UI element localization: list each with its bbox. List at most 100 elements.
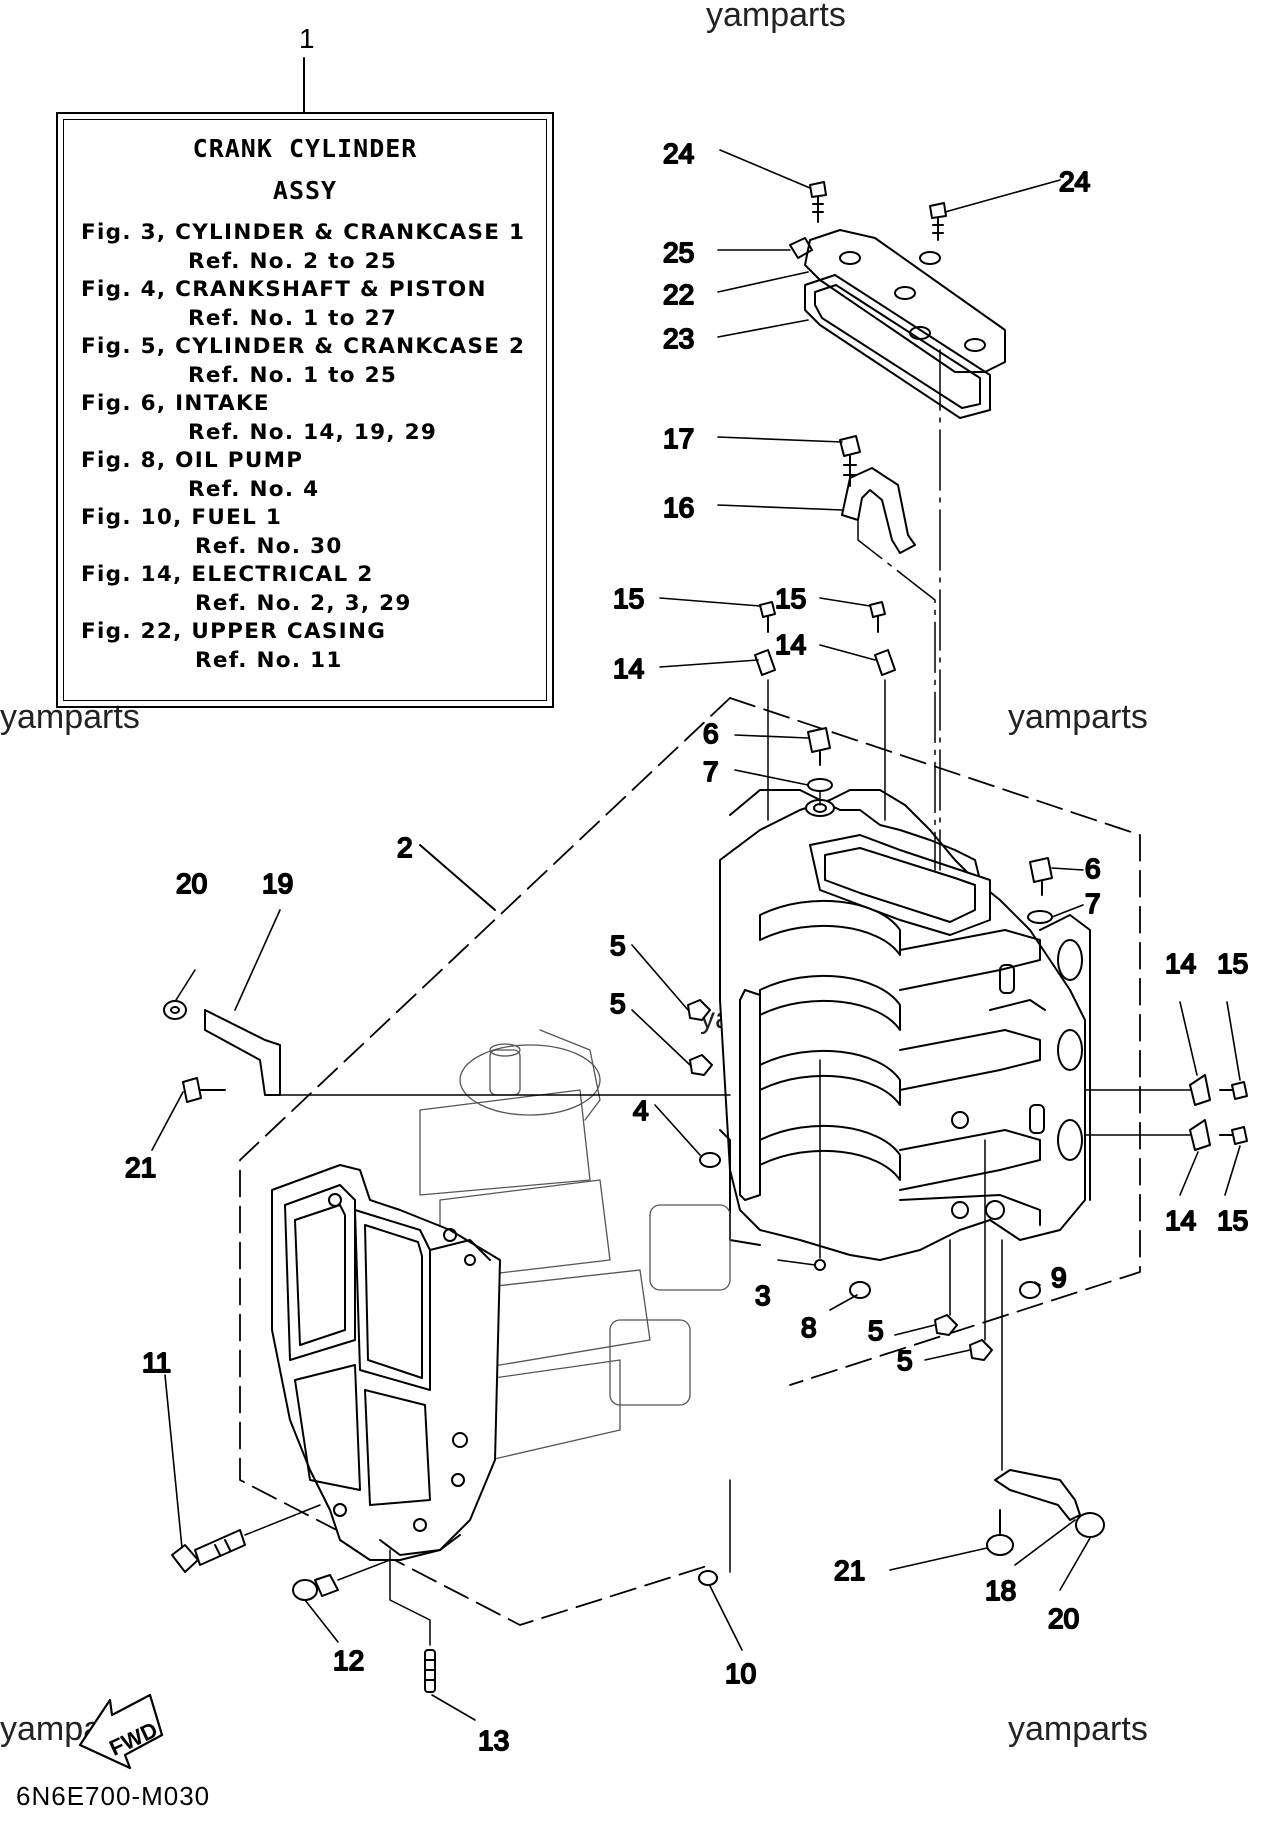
part-label-4: 4 bbox=[633, 1095, 649, 1126]
legend-fig-1: Fig. 4, CRANKSHAFT & PISTON bbox=[81, 277, 487, 302]
bracket-25 bbox=[789, 237, 813, 259]
fitting-5-b bbox=[689, 1054, 713, 1076]
legend-box: CRANK CYLINDER ASSY Fig. 3, CYLINDER & C… bbox=[56, 112, 554, 708]
plug-4 bbox=[699, 1152, 721, 1168]
watermark-bottom-right: yamparts bbox=[1008, 1710, 1148, 1748]
legend-fig-2: Fig. 5, CYLINDER & CRANKCASE 2 bbox=[81, 334, 526, 359]
part-label-2: 2 bbox=[397, 832, 413, 863]
legend-title: CRANK CYLINDER bbox=[192, 134, 418, 163]
cylinder-block bbox=[719, 789, 1091, 1261]
part-label-24-b: 24 bbox=[1059, 166, 1090, 197]
screw-15-top-right bbox=[869, 601, 886, 633]
legend-ref-3: Ref. No. 14, 19, 29 bbox=[188, 420, 438, 445]
part-label-3: 3 bbox=[755, 1280, 771, 1311]
legend-ref-7: Ref. No. 11 bbox=[195, 648, 343, 673]
clip-14-top-left bbox=[754, 649, 776, 676]
centerline-11 bbox=[244, 1504, 321, 1536]
part-label-14-b: 14 bbox=[775, 629, 806, 660]
part-label-8: 8 bbox=[801, 1312, 817, 1343]
exhaust-cover-22 bbox=[804, 229, 1006, 373]
watermark-top: yamparts bbox=[706, 0, 846, 34]
legend-fig-7: Fig. 22, UPPER CASING bbox=[81, 619, 387, 644]
fitting-5-d bbox=[969, 1339, 993, 1361]
part-label-20-b: 20 bbox=[1048, 1603, 1079, 1634]
part-label-15-d: 15 bbox=[1217, 1205, 1248, 1236]
part-label-25: 25 bbox=[663, 237, 694, 268]
legend-box-inner bbox=[63, 119, 547, 701]
part-label-23: 23 bbox=[663, 323, 694, 354]
part-label-21-a: 21 bbox=[125, 1152, 156, 1183]
plug-8 bbox=[849, 1281, 871, 1299]
part-label-13: 13 bbox=[478, 1725, 509, 1756]
leader-2 bbox=[419, 844, 496, 911]
washer-20-left bbox=[163, 1000, 187, 1020]
fwd-arrow-icon: FWD bbox=[78, 1693, 164, 1770]
part-label-19: 19 bbox=[262, 868, 293, 899]
part-label-10: 10 bbox=[725, 1658, 756, 1689]
legend-fig-6: Fig. 14, ELECTRICAL 2 bbox=[81, 562, 374, 587]
bolt-21-bottom bbox=[986, 1509, 1014, 1556]
fitting-5-a bbox=[687, 999, 711, 1021]
part-label-12: 12 bbox=[333, 1645, 364, 1676]
part-label-20-a: 20 bbox=[176, 868, 207, 899]
part-label-14-c: 14 bbox=[1165, 948, 1196, 979]
legend-fig-4: Fig. 8, OIL PUMP bbox=[81, 448, 304, 473]
part-label-17: 17 bbox=[663, 423, 694, 454]
part-label-7-b: 7 bbox=[1085, 888, 1101, 919]
pin-3 bbox=[814, 1259, 826, 1271]
bolt-21-left bbox=[182, 1077, 226, 1103]
part-label-5-b: 5 bbox=[610, 988, 626, 1019]
part-label-5-d: 5 bbox=[897, 1345, 913, 1376]
pin-10 bbox=[698, 1570, 718, 1586]
part-label-15-a: 15 bbox=[613, 583, 644, 614]
washer-7-top bbox=[807, 778, 833, 792]
gasket-23 bbox=[804, 274, 991, 419]
leaders bbox=[151, 149, 1241, 1721]
legend-fig-0: Fig. 3, CYLINDER & CRANKCASE 1 bbox=[81, 220, 526, 245]
washer-20-left-hole bbox=[170, 1006, 180, 1014]
legend-ref-6: Ref. No. 2, 3, 29 bbox=[195, 591, 412, 616]
screw-15-right-upper bbox=[1219, 1081, 1248, 1100]
part-label-15-c: 15 bbox=[1217, 948, 1248, 979]
part-label-14-d: 14 bbox=[1165, 1205, 1196, 1236]
part-label-21-b: 21 bbox=[834, 1555, 865, 1586]
legend-fig-3: Fig. 6, INTAKE bbox=[81, 391, 270, 416]
clip-14-top-right bbox=[874, 649, 896, 676]
part-label-11: 11 bbox=[142, 1347, 171, 1378]
legend-ref-5: Ref. No. 30 bbox=[195, 534, 343, 559]
legend-ref-4: Ref. No. 4 bbox=[188, 477, 320, 502]
bracket-18 bbox=[994, 1469, 1081, 1521]
clamp-16 bbox=[841, 467, 916, 554]
stud-13 bbox=[424, 1649, 436, 1693]
bolt-6-right bbox=[1029, 857, 1053, 896]
washer-7-right bbox=[1027, 910, 1053, 924]
spacer-19 bbox=[204, 1009, 281, 1096]
watermark-right: yamparts bbox=[1008, 698, 1148, 736]
cap-20-bottom bbox=[1075, 1512, 1105, 1538]
part-label-5-c: 5 bbox=[868, 1315, 884, 1346]
diagram-code: 6N6E700-M030 bbox=[16, 1781, 211, 1811]
fitting-5-c bbox=[934, 1314, 958, 1336]
crankcase-half bbox=[271, 1164, 501, 1561]
centerline-clamp bbox=[857, 519, 936, 871]
part-label-22: 22 bbox=[663, 279, 694, 310]
part-label-1: 1 bbox=[299, 23, 315, 54]
legend-ref-0: Ref. No. 2 to 25 bbox=[188, 249, 398, 274]
clip-14-right-upper bbox=[1189, 1074, 1211, 1106]
bolt-17 bbox=[839, 435, 861, 487]
part-labels: 24 24 25 22 23 17 16 15 15 14 14 6 7 6 7… bbox=[124, 137, 1249, 1757]
part-label-6-b: 6 bbox=[1085, 853, 1101, 884]
part-label-6-a: 6 bbox=[703, 718, 719, 749]
part-label-16: 16 bbox=[663, 492, 694, 523]
centerline-13 bbox=[389, 1549, 431, 1646]
bolt-6-top bbox=[807, 727, 831, 766]
bolt-24-right bbox=[929, 202, 947, 241]
plug-12 bbox=[292, 1574, 339, 1601]
bolt-11 bbox=[171, 1529, 246, 1573]
part-label-14-a: 14 bbox=[613, 653, 644, 684]
legend-subtitle: ASSY bbox=[272, 176, 338, 205]
screw-15-top-left bbox=[759, 601, 776, 633]
bolt-24-left bbox=[809, 181, 827, 223]
screw-15-right-lower bbox=[1219, 1126, 1248, 1145]
